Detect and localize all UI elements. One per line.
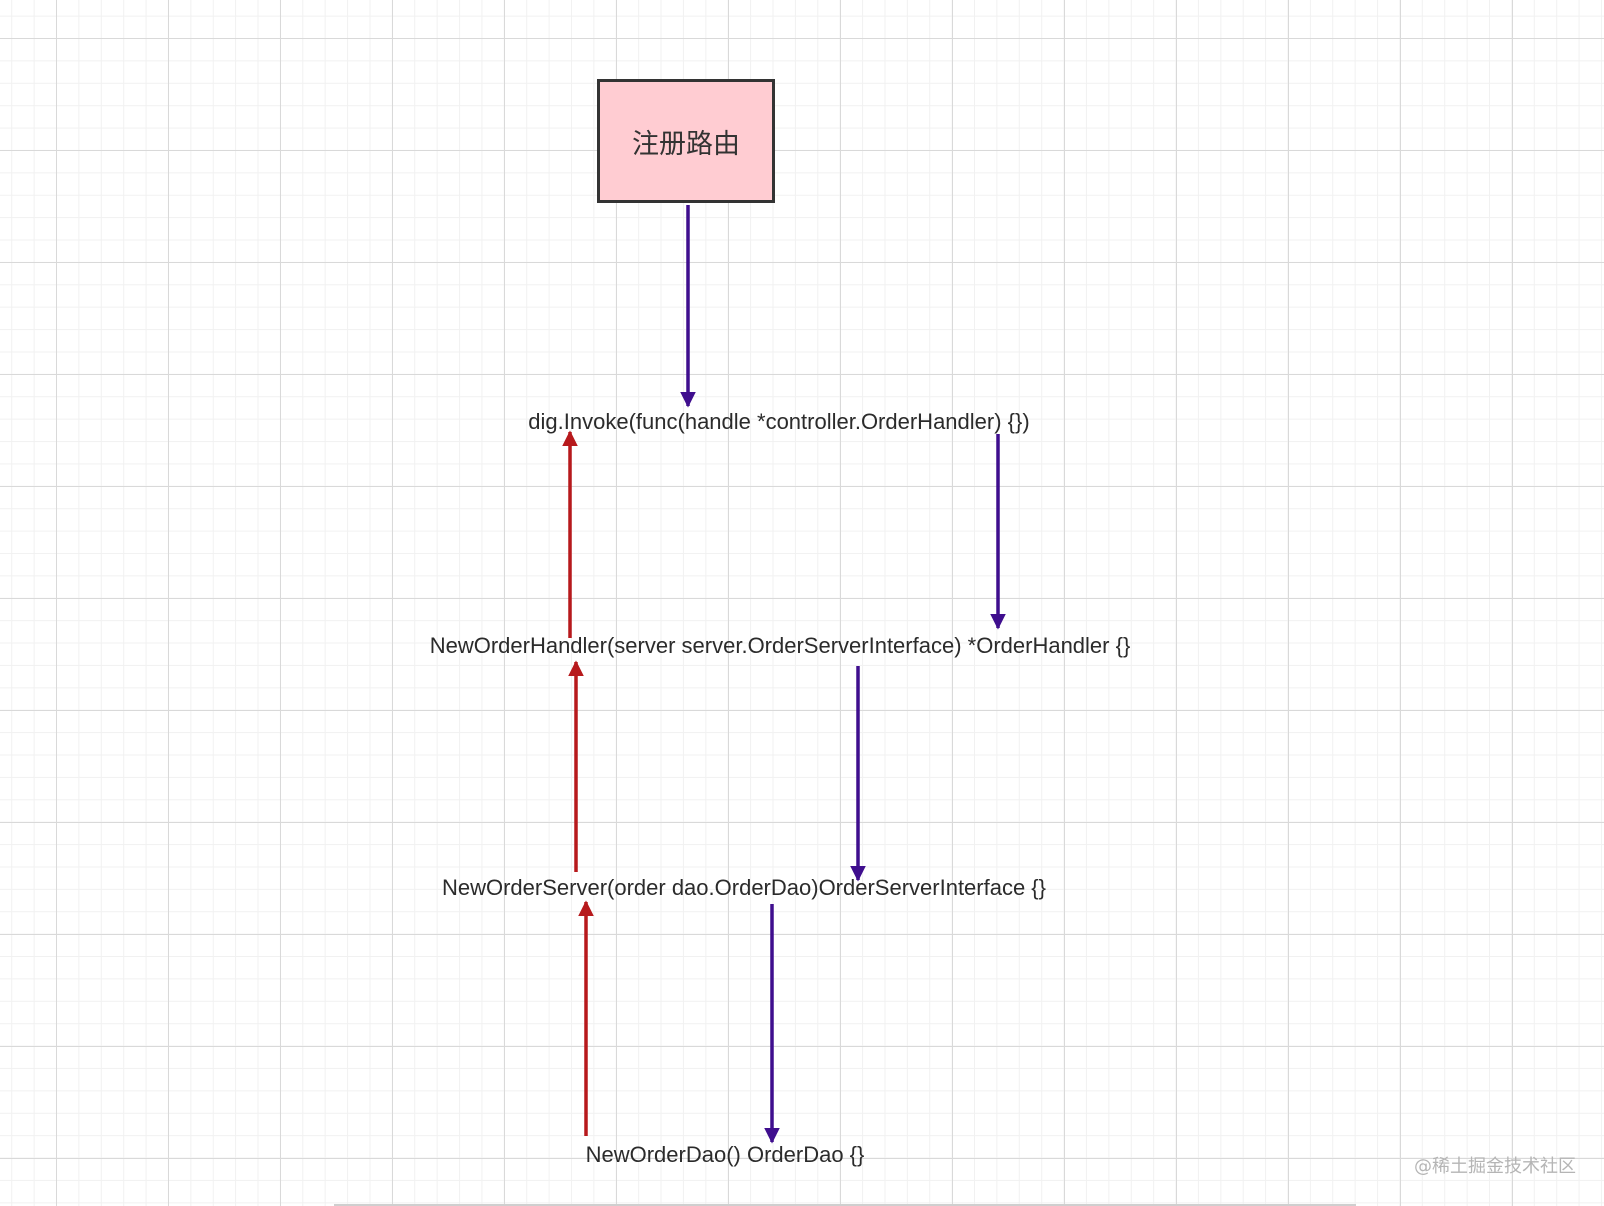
node-new-order-dao[interactable]: NewOrderDao() OrderDao {} bbox=[585, 1142, 865, 1167]
bottom-divider bbox=[334, 1204, 1356, 1206]
watermark: @稀土掘金技术社区 bbox=[1414, 1156, 1576, 1177]
start-node-register-route[interactable]: 注册路由 bbox=[597, 79, 775, 203]
node-new-order-handler[interactable]: NewOrderHandler(server server.OrderServe… bbox=[429, 633, 1131, 658]
start-node-label: 注册路由 bbox=[632, 128, 740, 160]
node-new-order-server[interactable]: NewOrderServer(order dao.OrderDao)OrderS… bbox=[441, 875, 1047, 900]
node-dig-invoke[interactable]: dig.Invoke(func(handle *controller.Order… bbox=[528, 409, 1030, 434]
